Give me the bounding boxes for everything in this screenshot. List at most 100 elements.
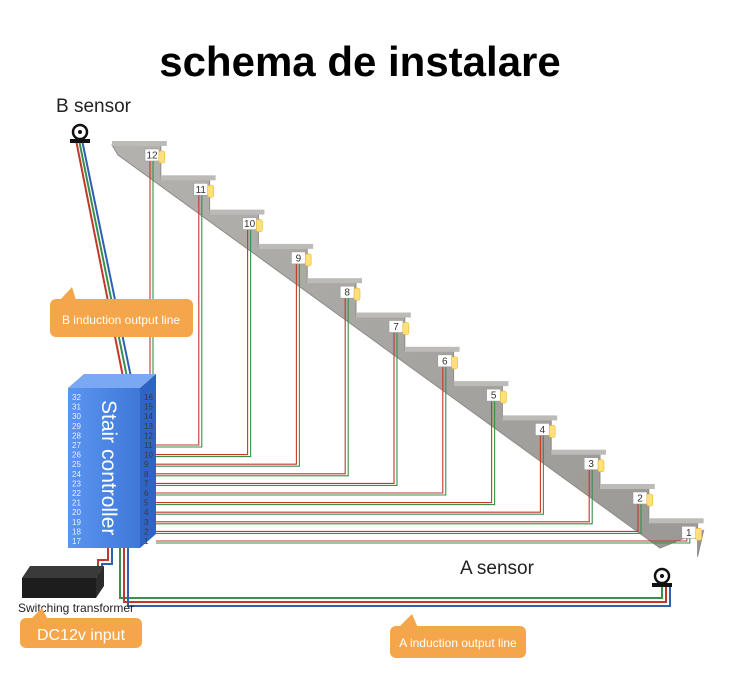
controller-pin-label: 16 [144,393,153,402]
step-number: 10 [244,219,256,230]
controller-pin-label: 1 [144,537,149,546]
step-wire-red [156,399,493,504]
b-output-callout: B induction output line [50,287,193,337]
stair-tread [160,175,216,181]
controller-pin-label: 27 [72,441,81,450]
step-wire-green [156,330,398,486]
step-wire-green [156,296,349,477]
b-output-label: B induction output line [62,313,180,327]
step-wire-green [156,261,300,467]
controller-pin-label: 8 [144,470,149,479]
transformer-label: Switching transformer [18,601,134,615]
controller-pin-label: 20 [72,508,81,517]
a-sensor-label: A sensor [460,558,535,579]
controller-pin-label: 23 [72,479,81,488]
step-number: 6 [442,356,448,367]
led-light [695,527,702,541]
step-wire-red [156,296,346,475]
led-light [451,356,458,370]
controller-label: Stair controller [97,400,120,535]
a-sensor-cable [119,545,671,607]
controller-pin-label: 4 [144,508,149,517]
step-wire-red [156,467,590,523]
step-wire-red [156,433,541,513]
stair-tread [502,415,558,421]
controller-pin-label: 30 [72,412,81,421]
stair-tread [356,312,411,318]
led-light [158,150,166,164]
controller-pin-label: 24 [72,470,81,479]
step-wire-green [156,467,593,525]
controller-pin-label: 29 [72,422,81,431]
controller-pin-label: 17 [72,537,81,546]
led-light [646,493,654,507]
step-number: 12 [146,151,158,162]
step-wire-green [156,399,496,506]
a-sensor-icon [652,567,672,587]
controller-pin-label: 14 [144,412,153,421]
step-wire-red [156,536,688,542]
step-number: 3 [588,459,594,470]
led-light [207,185,214,198]
step-number: 11 [196,185,207,196]
step-wire-red [156,330,395,484]
step-number: 7 [393,322,399,333]
step-wire-green [156,433,544,515]
led-light [353,287,361,301]
step-wire-red [156,193,200,446]
stair-tread [600,484,655,489]
controller-pin-label: 10 [144,451,153,460]
led-light [402,322,410,335]
stair-tread [112,141,167,146]
stair-tread [258,243,314,249]
controller-pin-label: 9 [144,460,149,469]
a-output-callout: A induction output line [390,614,526,658]
b-sensor-cable [75,139,133,383]
led-light [597,459,605,473]
step-wire-green [156,193,203,448]
stair-tread [453,381,509,387]
a-output-label: A induction output line [399,636,517,650]
step-number: 9 [296,253,302,264]
step-wire-green [156,536,691,544]
b-sensor-label: B sensor [56,96,132,117]
controller-pin-label: 2 [144,527,149,536]
power-label: DC12v input [37,627,126,644]
controller-pin-label: 5 [144,499,149,508]
stair-controller: Stair controller 32313029282726252423222… [68,374,156,548]
step-number: 2 [637,494,643,505]
controller-pin-label: 31 [72,403,81,412]
step-number: 5 [491,391,497,402]
controller-pin-label: 21 [72,499,81,508]
controller-pin-label: 11 [144,441,153,450]
led-light [548,425,556,438]
step-wire-red [156,261,297,465]
controller-pin-label: 6 [144,489,149,498]
step-wire-green [156,502,642,534]
controller-pin-label: 19 [72,518,81,527]
step-wire-red [156,227,249,456]
controller-pin-label: 7 [144,479,149,488]
step-wire-red [156,364,444,494]
led-light [256,219,263,232]
switching-transformer [22,566,104,598]
controller-pin-label: 32 [72,393,81,402]
stair-tread [551,449,606,455]
b-sensor-icon [70,123,90,143]
power-callout: DC12v input [20,608,142,648]
step-number: 4 [540,425,546,436]
controller-pin-label: 28 [72,431,81,440]
controller-pin-label: 18 [72,527,81,536]
controller-pin-label: 22 [72,489,81,498]
controller-pin-label: 13 [144,422,153,431]
controller-pin-label: 25 [72,460,81,469]
step-wire-red [156,502,639,532]
staircase [111,141,705,557]
stair-tread [404,346,460,352]
controller-pin-label: 26 [72,451,81,460]
page-title: schema de instalare [159,38,561,85]
controller-pin-label: 15 [144,403,153,412]
controller-pin-label: 3 [144,518,149,527]
